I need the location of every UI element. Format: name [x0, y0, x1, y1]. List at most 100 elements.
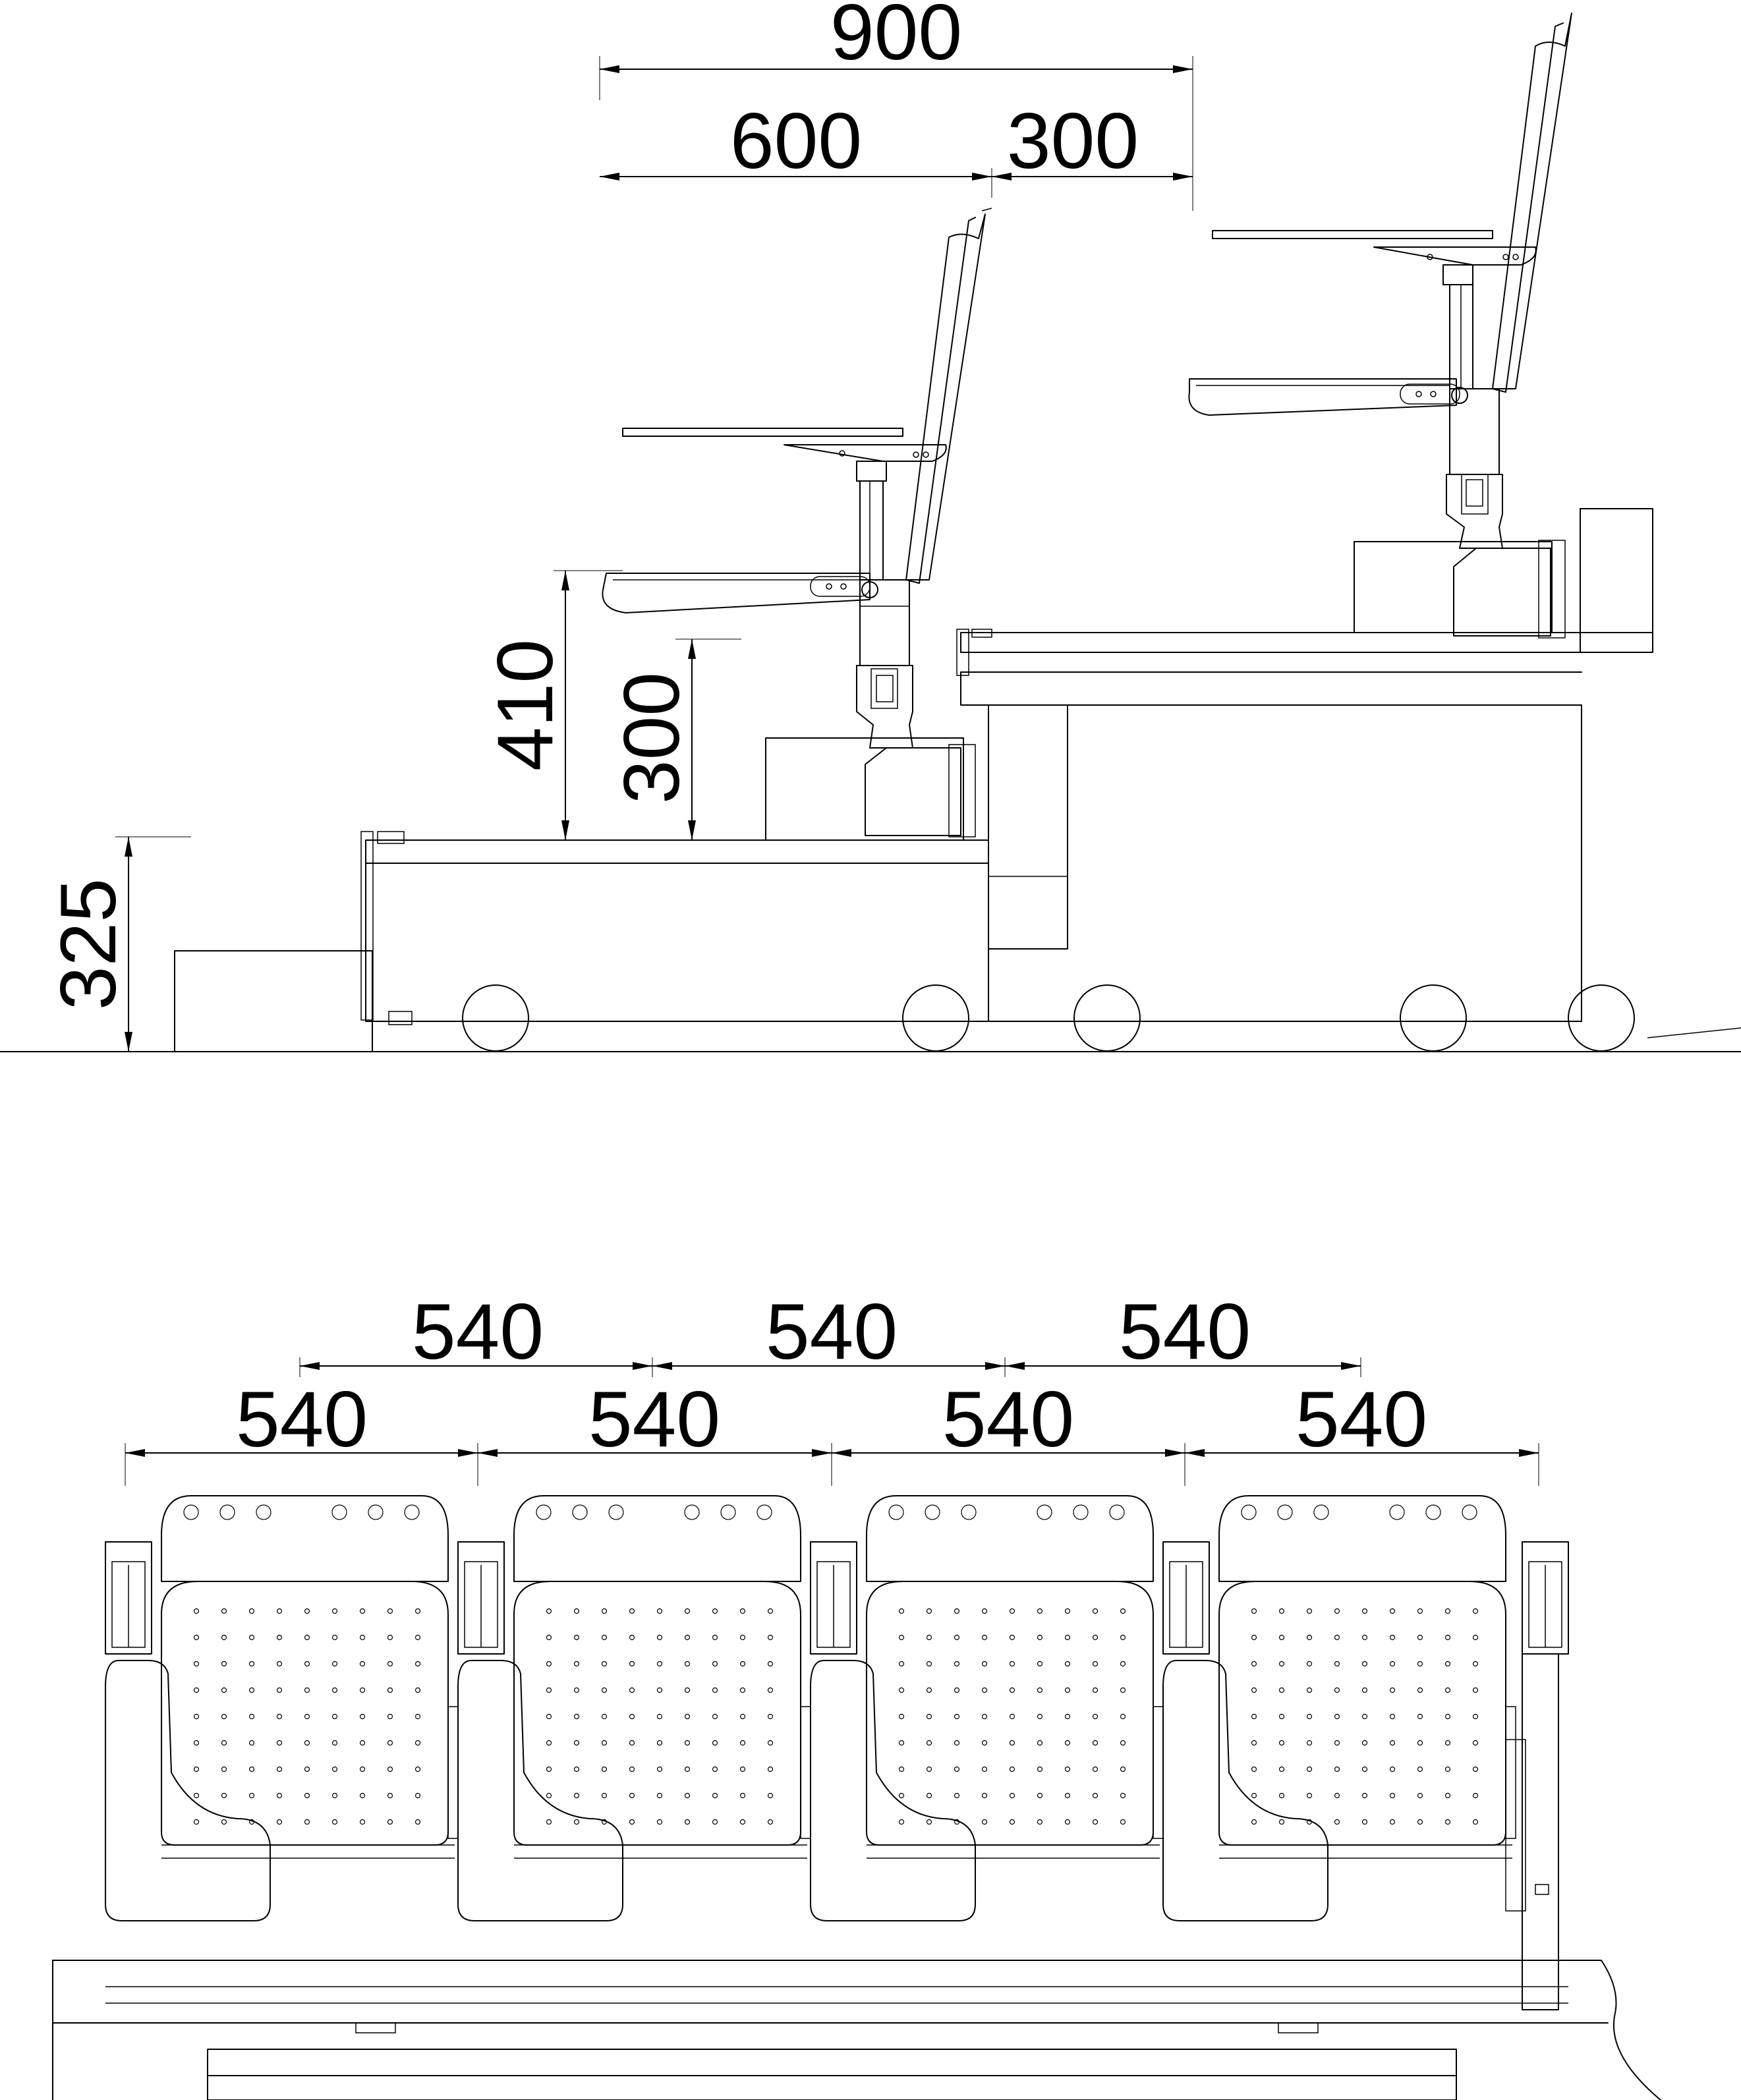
seat-perforation: [387, 1608, 393, 1614]
seat-perforation: [1037, 1687, 1043, 1693]
seat-perforation: [359, 1792, 366, 1799]
seat-perforation: [1064, 1687, 1071, 1693]
seat-perforation: [1361, 1792, 1368, 1799]
seat-perforation: [1444, 1687, 1451, 1693]
seat-perforation: [304, 1660, 310, 1667]
seat-perforation: [954, 1608, 960, 1614]
seat-perforation: [1472, 1660, 1479, 1667]
seat-perforation: [1361, 1766, 1368, 1773]
seat-perforation: [1064, 1740, 1071, 1746]
seat-perforation: [276, 1713, 283, 1720]
seat-perforation: [359, 1740, 366, 1746]
seat-perforation: [1251, 1687, 1257, 1693]
seat-perforation: [629, 1792, 635, 1799]
seat-perforation: [414, 1766, 421, 1773]
seat-perforation: [1389, 1740, 1396, 1746]
seat-perforation: [981, 1713, 988, 1720]
seat-perforation: [954, 1713, 960, 1720]
seat-perforation: [1472, 1792, 1479, 1799]
seat-perforation: [304, 1740, 310, 1746]
seat-perforation: [1064, 1660, 1071, 1667]
seat-perforation: [1037, 1608, 1043, 1614]
seat-perforation: [1444, 1766, 1451, 1773]
seat-perforation: [1306, 1792, 1313, 1799]
seat-perforation: [1417, 1713, 1423, 1720]
seat-perforation: [926, 1792, 932, 1799]
side-dimensions: 900 600 300 410 300: [44, 0, 1193, 1052]
seat-perforation: [1472, 1766, 1479, 1773]
seat-perforation: [1251, 1766, 1257, 1773]
seat-perforation: [331, 1687, 338, 1693]
seat-perforation: [221, 1687, 227, 1693]
seat-perforation: [1444, 1819, 1451, 1825]
seat-perforation: [954, 1660, 960, 1667]
upper-platform: [956, 508, 1653, 1022]
seat-perforation: [1009, 1819, 1015, 1825]
seat-perforation: [221, 1634, 227, 1641]
seat-perforation: [629, 1660, 635, 1667]
seat-perforation: [248, 1634, 255, 1641]
dim-300-top: 300: [1007, 97, 1139, 185]
side-view: 900 600 300 410 300: [0, 0, 1741, 1052]
seat-perforation: [767, 1740, 774, 1746]
seat-perforation: [1092, 1792, 1099, 1799]
seat-perforation: [1278, 1713, 1285, 1720]
dim-600: 600: [730, 97, 862, 185]
seat-perforation: [304, 1713, 310, 1720]
seat-perforation: [573, 1740, 580, 1746]
seat-perforation: [684, 1634, 691, 1641]
right-end-armrest: [1505, 1541, 1569, 2010]
seat-perforation: [1009, 1608, 1015, 1614]
seat-perforation: [898, 1713, 905, 1720]
seat-perforation: [193, 1660, 200, 1667]
seat-perforation: [359, 1608, 366, 1614]
seat-perforation: [1334, 1687, 1340, 1693]
dim-325: 325: [44, 878, 132, 1010]
seat-perforation: [387, 1634, 393, 1641]
seat-perforation: [1417, 1819, 1423, 1825]
seat-perforation: [387, 1766, 393, 1773]
front-chair: [602, 208, 992, 837]
pitch-top-1: 540: [412, 1288, 544, 1376]
seat-perforation: [656, 1608, 663, 1614]
seat-perforation: [1472, 1634, 1479, 1641]
seat-perforation: [1417, 1608, 1423, 1614]
seat-perforation: [1009, 1660, 1015, 1667]
seat-perforation: [629, 1713, 635, 1720]
seat-perforation: [1092, 1713, 1099, 1720]
seat-perforation: [926, 1713, 932, 1720]
seat-perforation: [221, 1819, 227, 1825]
seat-perforation: [1037, 1766, 1043, 1773]
seat-perforation: [1278, 1608, 1285, 1614]
seat-perforation: [1120, 1687, 1126, 1693]
seat-perforation: [1306, 1713, 1313, 1720]
seat-perforation: [304, 1819, 310, 1825]
seat-perforation: [1064, 1608, 1071, 1614]
seat-perforation: [656, 1792, 663, 1799]
seat-perforation: [1064, 1819, 1071, 1825]
seat-perforation: [1037, 1792, 1043, 1799]
seat-perforation: [629, 1608, 635, 1614]
seat-perforation: [684, 1740, 691, 1746]
seat-perforation: [359, 1713, 366, 1720]
pitch-top-3: 540: [1119, 1288, 1251, 1376]
seat-perforation: [387, 1713, 393, 1720]
seat-perforation: [1092, 1819, 1099, 1825]
seat-perforation: [1334, 1713, 1340, 1720]
seat-perforation: [767, 1766, 774, 1773]
seat-perforation: [1251, 1740, 1257, 1746]
seat-perforation: [1472, 1740, 1479, 1746]
seat-perforation: [304, 1634, 310, 1641]
seat-perforation: [1444, 1792, 1451, 1799]
seat-perforation: [712, 1634, 718, 1641]
seat-perforation: [1444, 1608, 1451, 1614]
seat-perforation: [414, 1608, 421, 1614]
seat-perforation: [767, 1792, 774, 1799]
seat-perforation: [767, 1634, 774, 1641]
seat-perforation: [1472, 1819, 1479, 1825]
seat-perforation: [1361, 1740, 1368, 1746]
seat-perforation: [1037, 1660, 1043, 1667]
seat-perforation: [656, 1819, 663, 1825]
seat-perforation: [1064, 1792, 1071, 1799]
seat-perforation: [414, 1660, 421, 1667]
